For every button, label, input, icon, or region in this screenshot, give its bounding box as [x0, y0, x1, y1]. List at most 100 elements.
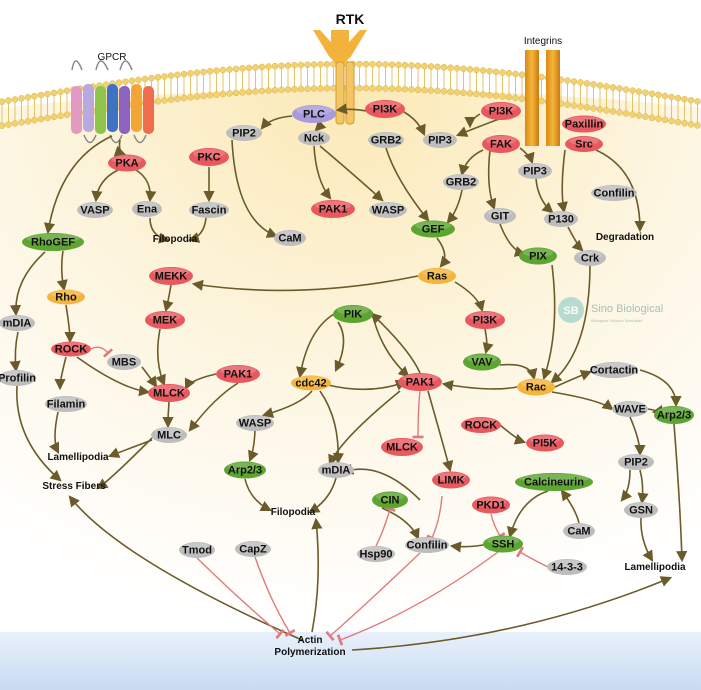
node-rock1: ROCK [51, 341, 91, 357]
activation-arrow [162, 401, 174, 429]
node-pak1b: PAK1 [216, 365, 260, 383]
node-pi3k2: PI3K [481, 102, 521, 120]
node-vasp1: VASP [77, 202, 113, 218]
node-label: ROCK [465, 420, 497, 432]
node-wasp2: WASP [236, 415, 274, 431]
node-shape [574, 250, 606, 266]
activation-arrow [640, 517, 654, 562]
activation-arrow [76, 356, 151, 397]
node-shape [189, 202, 229, 218]
node-wave: WAVE [612, 401, 648, 417]
activation-arrow [149, 217, 171, 244]
node-label: PIX [529, 251, 547, 263]
rtk-label: RTK [336, 11, 365, 27]
node-label: GIT [491, 211, 510, 223]
node-filamin: Filamin [45, 396, 87, 412]
node-shape [235, 541, 271, 557]
node-grb2a: GRB2 [368, 132, 404, 148]
node-shape [45, 396, 87, 412]
node-shape [484, 208, 516, 224]
node-shape [107, 354, 141, 370]
outcome-filopodia1: Filopodia [153, 234, 198, 245]
node-shape [465, 311, 505, 329]
activation-arrow [141, 366, 158, 388]
rtk-receptor [313, 30, 367, 125]
node-shape [591, 185, 637, 201]
node-label: PIP2 [624, 457, 648, 469]
node-label: VASP [80, 205, 109, 217]
node-shape [51, 341, 91, 357]
activation-arrow [499, 424, 527, 445]
activation-arrow [620, 469, 632, 502]
outcome-lamellipodia2: Lamellipodia [624, 562, 686, 573]
node-pi3k1: PI3K [365, 100, 405, 118]
node-label: Calcineurin [524, 477, 584, 489]
node-shape [369, 202, 407, 218]
inhibition-edge [325, 552, 421, 642]
node-mlck2: MLCK [381, 438, 423, 456]
node-label: ROCK [55, 344, 87, 356]
node-pix: PIX [519, 247, 557, 265]
node-label: GRB2 [446, 177, 477, 189]
node-shape [562, 115, 606, 133]
node-label: P130 [548, 214, 574, 226]
node-cin: CIN [372, 491, 408, 509]
node-label: Paxillin [565, 119, 604, 131]
svg-text:Biological Solution Specialist: Biological Solution Specialist [591, 318, 643, 323]
node-shape [148, 384, 190, 402]
node-shape [481, 102, 521, 120]
node-shape [151, 427, 187, 443]
activation-arrow [311, 517, 323, 633]
node-shape [654, 406, 694, 424]
node-shape [368, 132, 404, 148]
activation-arrow [64, 304, 76, 344]
node-shape [618, 454, 654, 470]
node-limk: LIMK [432, 471, 470, 489]
node-label: PIP3 [428, 135, 452, 147]
node-shape [0, 370, 36, 386]
node-label: VAV [472, 357, 494, 369]
activation-arrow [550, 263, 591, 384]
activation-arrow [351, 576, 673, 651]
pathway-edges [9, 103, 688, 651]
node-label: Arp2/3 [228, 465, 262, 477]
node-shape [292, 105, 336, 123]
node-label: Nck [304, 133, 325, 145]
activation-arrow [519, 147, 535, 165]
node-grb2b: GRB2 [443, 174, 479, 190]
activation-arrow [673, 423, 688, 563]
node-pkd1: PKD1 [472, 496, 510, 514]
node-mdia2: mDIA [318, 462, 354, 478]
node-label: PLC [303, 109, 325, 121]
activation-arrow [551, 391, 614, 411]
node-label: Cortactin [590, 365, 639, 377]
activation-arrow [507, 490, 549, 539]
node-label: Ena [137, 204, 158, 216]
node-hsp90: Hsp90 [357, 546, 395, 562]
node-confilin2: Confilin [405, 537, 449, 553]
node-label: Rho [55, 292, 77, 304]
outcome-actin-polymerization-line: Polymerization [274, 647, 345, 658]
node-pkc: PKC [189, 148, 229, 166]
activation-arrow [231, 139, 279, 238]
node-label: MEKK [155, 271, 187, 283]
node-shape [318, 462, 354, 478]
inhibition-edge [254, 556, 296, 638]
node-shape [544, 211, 578, 227]
node-mek: MEK [145, 311, 185, 329]
node-label: WAVE [614, 404, 646, 416]
activation-arrow [567, 226, 584, 252]
node-shape [274, 230, 306, 246]
node-cdc42: cdc42 [291, 375, 331, 391]
node-pik: PIK [333, 305, 373, 323]
node-label: CaM [278, 233, 301, 245]
activation-arrow [554, 370, 593, 388]
activation-arrow [482, 328, 494, 355]
node-shape [22, 233, 84, 251]
node-label: MBS [112, 357, 136, 369]
node-calcineurin: Calcineurin [515, 473, 593, 491]
node-label: PI3K [373, 104, 398, 116]
activation-arrow [96, 437, 153, 490]
activation-arrow [485, 149, 497, 211]
